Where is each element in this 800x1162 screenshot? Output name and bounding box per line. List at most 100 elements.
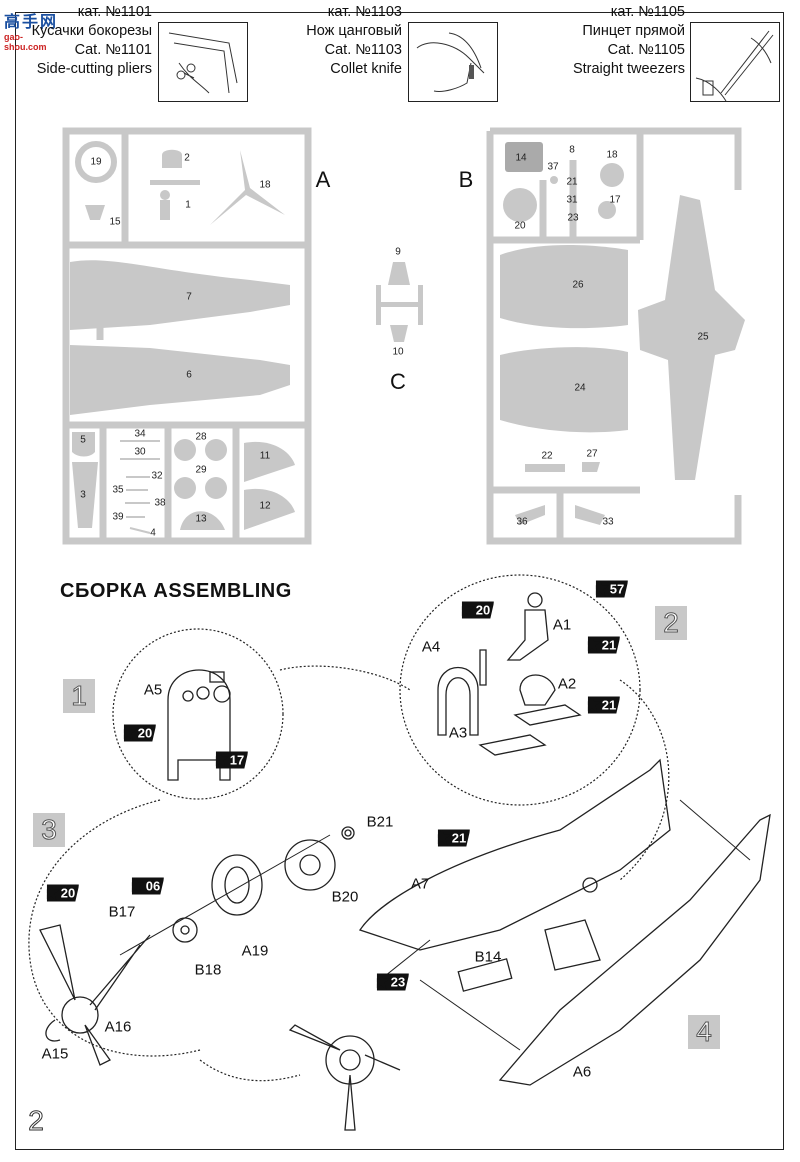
- part-number: 7: [186, 291, 192, 303]
- part-label: A6: [572, 1063, 592, 1081]
- part-label: B14: [474, 948, 502, 966]
- page-number: 2: [20, 1104, 52, 1138]
- part-number: 28: [195, 431, 207, 443]
- paint-badge: ★23: [376, 973, 410, 991]
- sprue-c-parts: [376, 262, 423, 342]
- paint-code: 20: [60, 885, 76, 901]
- part-number: 33: [602, 516, 614, 528]
- part-number: 30: [134, 446, 146, 458]
- star-icon: ★: [581, 691, 602, 717]
- tool-cat-ru: кат. №1103: [327, 4, 402, 20]
- part-number: 12: [259, 500, 271, 512]
- star-icon: ★: [125, 872, 146, 898]
- part-number: 17: [609, 194, 621, 206]
- part-number: 32: [151, 470, 163, 482]
- part-number: 8: [569, 144, 575, 156]
- tweezers-illustration: [690, 22, 780, 102]
- part-number: 39: [112, 511, 124, 523]
- part-label: A15: [41, 1045, 69, 1063]
- part-number: 38: [154, 497, 166, 509]
- part-number: 22: [541, 450, 553, 462]
- paint-badge: ★20: [46, 884, 80, 902]
- paint-code: 21: [601, 637, 617, 653]
- tool-name-en: Side-cutting pliers: [36, 61, 152, 77]
- paint-code: 20: [475, 602, 491, 618]
- paint-code: 57: [609, 581, 625, 597]
- part-label: B20: [331, 888, 359, 906]
- paint-badge: ★57: [595, 580, 629, 598]
- sprue-a-parts: [70, 141, 295, 534]
- part-number: 20: [514, 220, 526, 232]
- tool-cat-en: Cat. №1105: [607, 42, 685, 58]
- part-number: 5: [80, 434, 86, 446]
- star-icon: ★: [40, 879, 61, 905]
- sprue-a-frame: [62, 127, 312, 545]
- assembly-outlines: [39, 592, 771, 1131]
- sprue-letter-c: C: [390, 369, 406, 394]
- part-number: 18: [606, 149, 618, 161]
- star-icon: ★: [431, 824, 452, 850]
- step-number-3: 3: [33, 813, 65, 847]
- tool-name-en: Collet knife: [330, 61, 402, 77]
- part-number: 24: [574, 382, 586, 394]
- part-label: B18: [194, 961, 222, 979]
- part-label: A7: [410, 875, 430, 893]
- assembly-arrows: [119, 799, 751, 1051]
- part-number: 26: [572, 279, 584, 291]
- sprue-b-frame: [486, 127, 742, 545]
- step-number-2: 2: [655, 606, 687, 640]
- tool-name-en: Straight tweezers: [572, 61, 685, 77]
- paint-badge: ★21: [437, 829, 471, 847]
- part-number: 31: [566, 194, 578, 206]
- star-icon: ★: [209, 746, 230, 772]
- star-icon: ★: [455, 596, 476, 622]
- paint-code: 21: [451, 830, 467, 846]
- part-number: 15: [109, 216, 121, 228]
- logo-site: gao-shou.com: [4, 32, 47, 52]
- part-label: A2: [557, 675, 577, 693]
- star-icon: ★: [370, 968, 391, 994]
- paint-code: 21: [601, 697, 617, 713]
- paint-code: 06: [145, 878, 161, 894]
- star-icon: ★: [117, 719, 138, 745]
- paint-badge: ★20: [123, 724, 157, 742]
- paint-badge: ★17: [215, 751, 249, 769]
- sprue-b-parts: [500, 142, 745, 525]
- part-number: 36: [516, 516, 528, 528]
- step-bubbles: [28, 574, 670, 1082]
- part-number: 25: [697, 331, 709, 343]
- part-number: 4: [150, 527, 156, 539]
- part-number: 27: [586, 448, 598, 460]
- part-number: 3: [80, 489, 86, 501]
- part-number: 19: [90, 156, 102, 168]
- sprue-letter-b: B: [458, 167, 474, 192]
- tool-pliers-text: кат. №1101 Кусачки бокорезы Cat. №1101 S…: [10, 3, 152, 79]
- assembly-title: СБОРКА ASSEMBLING: [60, 580, 292, 602]
- part-label: B17: [108, 903, 136, 921]
- tool-cat-en: Cat. №1101: [74, 42, 152, 58]
- part-number: 1: [185, 199, 191, 211]
- paint-code: 23: [390, 974, 406, 990]
- part-number: 2: [184, 152, 190, 164]
- step-number-4: 4: [688, 1015, 720, 1049]
- part-label: A4: [421, 638, 441, 656]
- part-number: 6: [186, 369, 192, 381]
- part-label: A3: [448, 724, 468, 742]
- part-number: 18: [259, 179, 271, 191]
- knife-illustration: [408, 22, 498, 102]
- tool-name-ru: Пинцет прямой: [582, 23, 685, 39]
- paint-badge: ★21: [587, 636, 621, 654]
- paint-badge: ★20: [461, 601, 495, 619]
- part-number: 14: [515, 152, 527, 164]
- part-number: 13: [195, 513, 207, 525]
- paint-badge: ★21: [587, 696, 621, 714]
- part-number: 9: [395, 246, 401, 258]
- part-number: 10: [392, 346, 404, 358]
- step-number-1: 1: [63, 679, 95, 713]
- star-icon: ★: [581, 631, 602, 657]
- part-label: A16: [104, 1018, 132, 1036]
- part-number: 21: [566, 176, 578, 188]
- part-label: A5: [143, 681, 163, 699]
